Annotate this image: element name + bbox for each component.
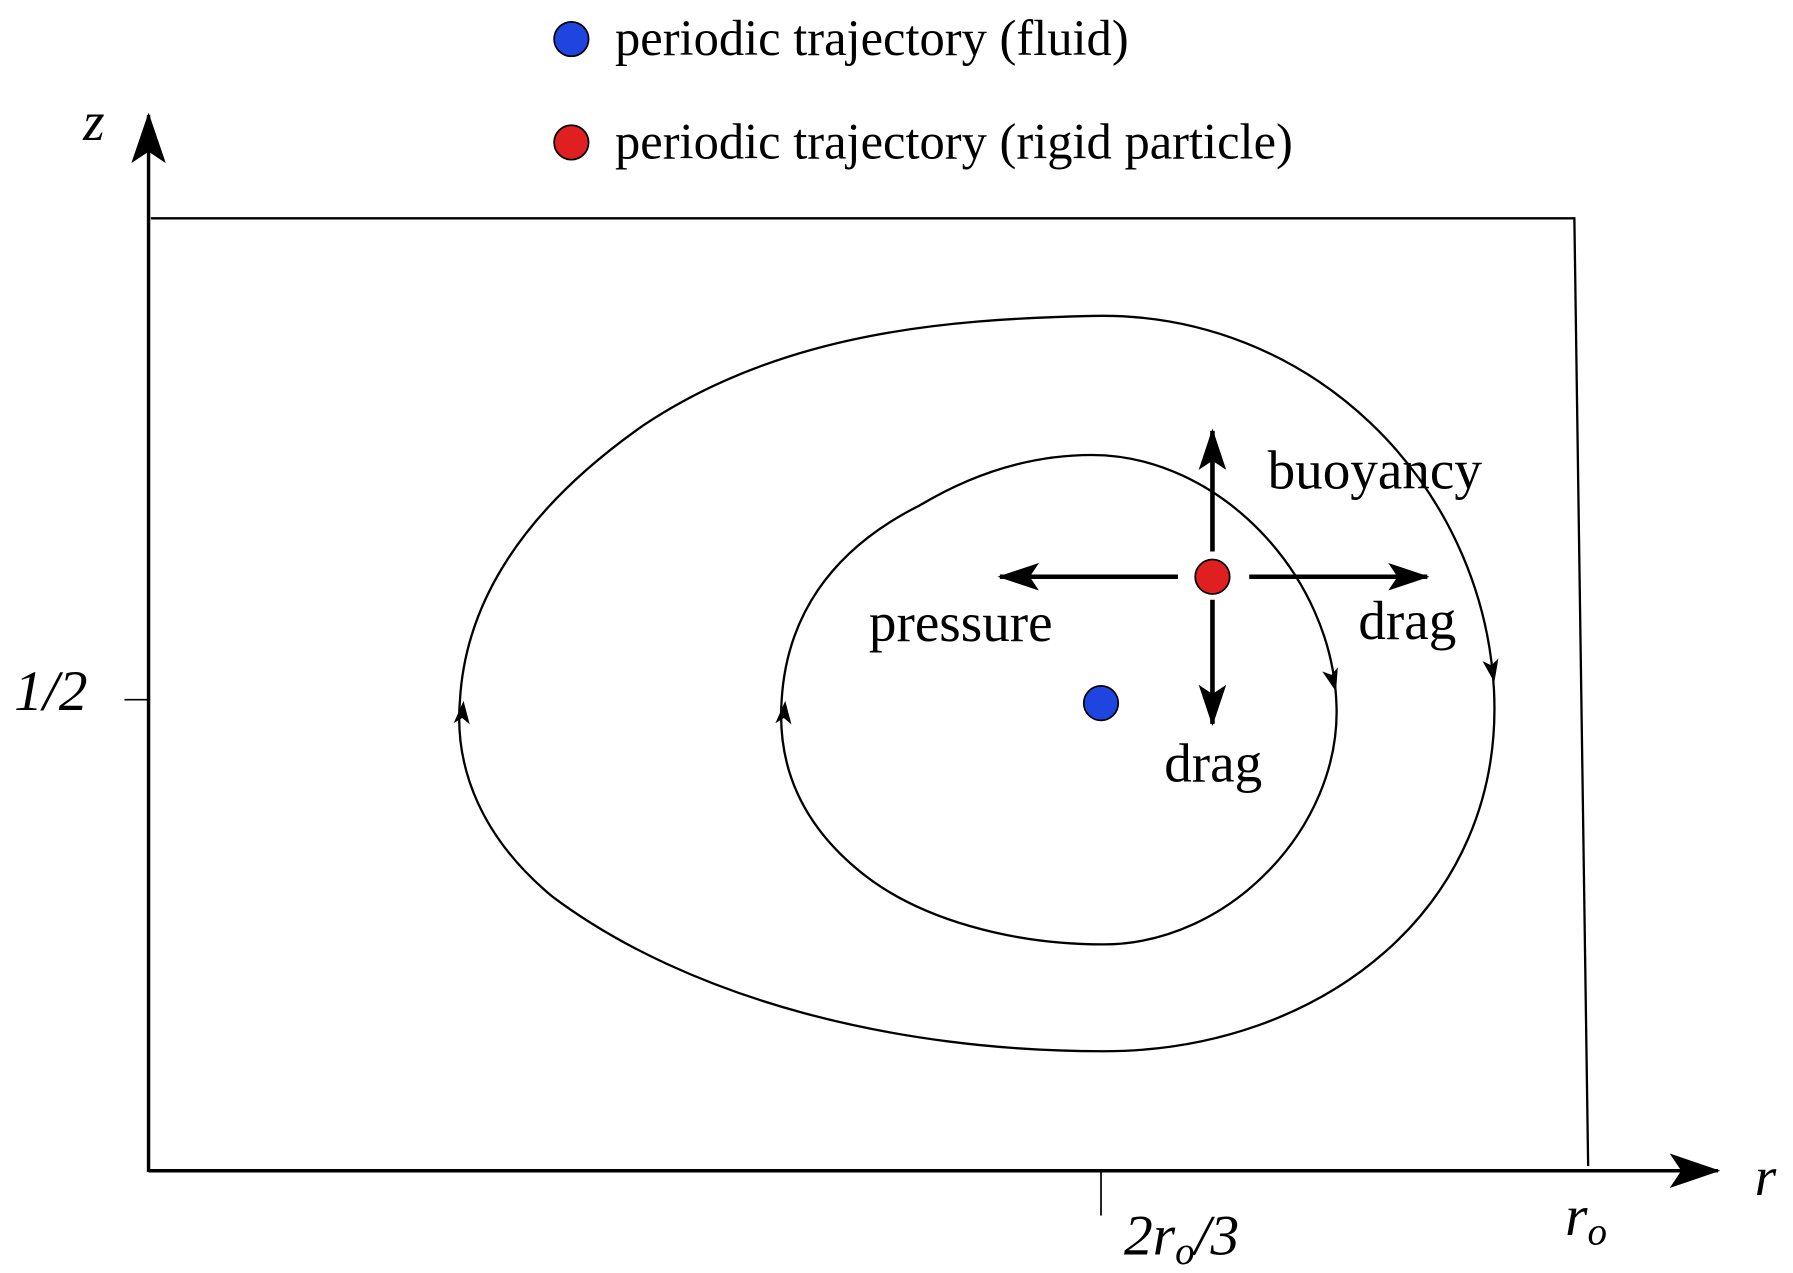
r-tick-2ro3-label: 2ro/3 xyxy=(1124,1205,1239,1273)
legend-particle-label: periodic trajectory (rigid particle) xyxy=(615,114,1293,170)
legend-fluid-marker xyxy=(553,20,590,58)
buoyancy-label: buoyancy xyxy=(1268,439,1483,500)
r-axis-label: r xyxy=(1755,1146,1777,1207)
fluid-periodic-point xyxy=(1082,685,1120,722)
particle-periodic-point xyxy=(1194,558,1231,595)
drag-down-label: drag xyxy=(1164,732,1262,793)
z-axis-label: z xyxy=(82,91,104,152)
pressure-label: pressure xyxy=(869,592,1053,653)
legend-particle-marker xyxy=(553,124,590,161)
z-tick-half-label: 1/2 xyxy=(14,660,87,723)
domain-boundary xyxy=(150,217,1590,1167)
inner-streamline xyxy=(779,453,1338,946)
r-tick-ro-label: ro xyxy=(1565,1185,1607,1253)
flow-arrow-inner-right xyxy=(1322,667,1338,692)
drag-right-label: drag xyxy=(1358,590,1456,651)
legend-fluid-label: periodic trajectory (fluid) xyxy=(615,10,1129,66)
outer-streamline xyxy=(458,314,1496,1053)
legend: periodic trajectory (fluid) periodic tra… xyxy=(553,10,1293,170)
